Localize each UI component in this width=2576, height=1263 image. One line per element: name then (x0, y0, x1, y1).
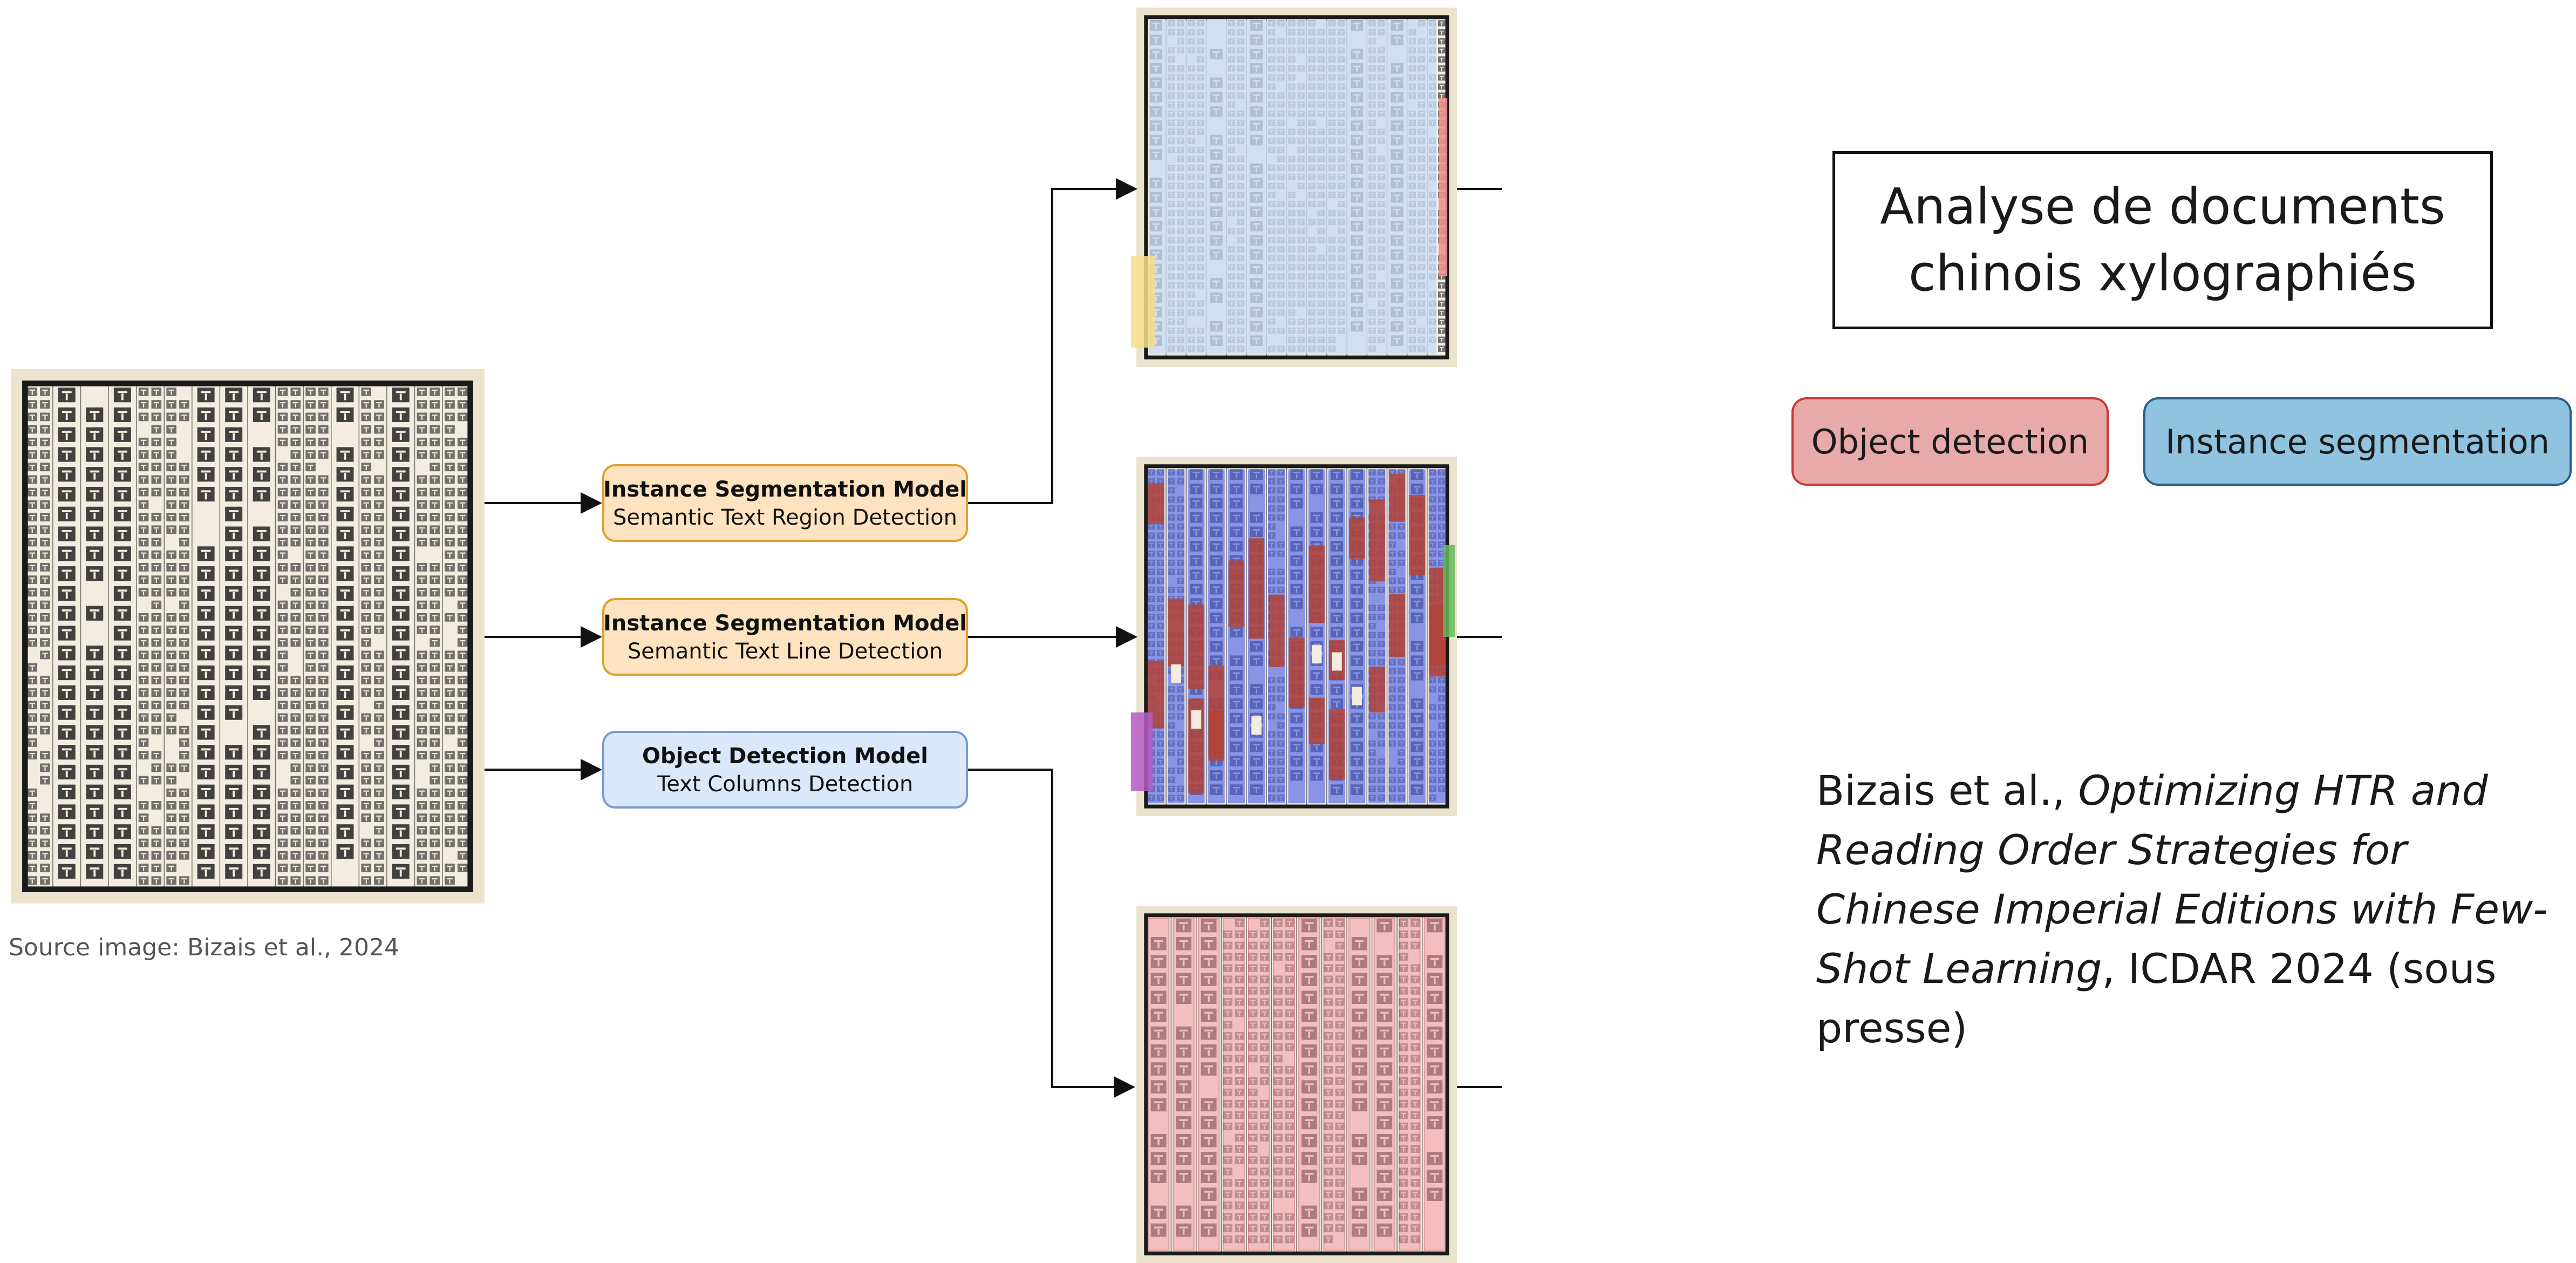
model-subtitle: Semantic Text Region Detection (613, 505, 957, 530)
title-line-1: Analyse de documents (1880, 178, 2445, 235)
model-title: Instance Segmentation Model (603, 477, 967, 502)
model-title: Instance Segmentation Model (603, 611, 967, 636)
source-caption: Source image: Bizais et al., 2024 (9, 934, 400, 961)
legend-instance-segmentation: Instance segmentation (2143, 397, 2572, 486)
region-detection-output-image (1131, 8, 1457, 367)
model-box-line: Instance Segmentation Model Semantic Tex… (602, 598, 968, 676)
line-detection-output-image (1131, 457, 1457, 816)
citation-authors: Bizais et al., (1816, 766, 2078, 814)
citation: Bizais et al., Optimizing HTR and Readin… (1816, 761, 2561, 1058)
model-title: Object Detection Model (642, 744, 928, 769)
model-subtitle: Text Columns Detection (657, 772, 914, 797)
legend-object-detection: Object detection (1791, 397, 2109, 486)
title-line-2: chinois xylographiés (1909, 245, 2417, 302)
arrow-right-icon (967, 178, 1137, 504)
citation-venue: , ICDAR 2024 (sous presse) (1816, 945, 2497, 1052)
column-detection-output-image (1136, 906, 1457, 1263)
model-box-columns: Object Detection Model Text Columns Dete… (602, 731, 968, 809)
source-document-image (11, 369, 485, 904)
citation-title: Optimizing HTR and Reading Order Strateg… (1816, 766, 2548, 993)
title-box: Analyse de documents chinois xylographié… (1832, 151, 2493, 329)
arrow-right-icon (967, 769, 1135, 1098)
model-box-region: Instance Segmentation Model Semantic Tex… (602, 464, 968, 542)
model-subtitle: Semantic Text Line Detection (628, 639, 943, 664)
connector-arrows (485, 178, 1502, 1098)
